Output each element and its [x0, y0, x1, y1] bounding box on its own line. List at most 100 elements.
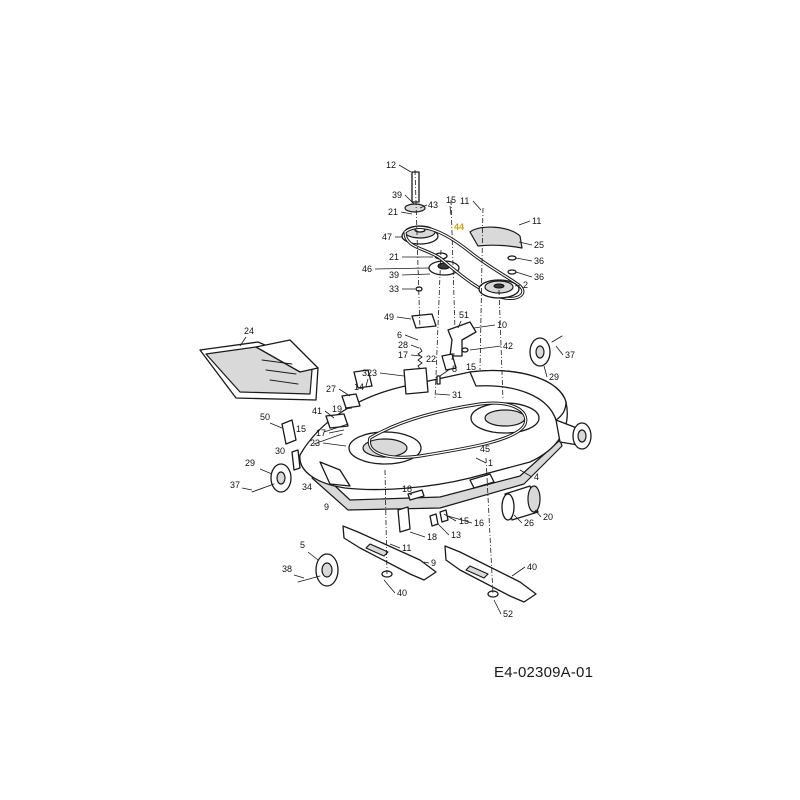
callout-number: 47: [382, 232, 392, 242]
callout-leader-line: [543, 365, 548, 378]
callout-number: 6: [397, 330, 402, 340]
callout-number: 30: [275, 446, 285, 456]
callout-number: 23: [310, 438, 320, 448]
callout-leader-line: [519, 469, 533, 478]
callout-46: 46: [362, 264, 430, 274]
callout-51: 51: [457, 310, 469, 329]
left-linkage: [281, 369, 373, 471]
callout-9: 9: [324, 502, 329, 512]
callout-17: 17: [316, 428, 345, 438]
callout-number: 20: [543, 512, 553, 522]
callout-5: 5: [300, 540, 319, 561]
callout-number: 32: [362, 368, 372, 378]
callout-number: 12: [386, 160, 396, 170]
callout-leader-line: [396, 316, 412, 320]
callout-6: 6: [397, 330, 419, 341]
callout-44: 44: [454, 222, 464, 232]
callout-11: 11: [460, 196, 482, 211]
callout-22: 22: [426, 354, 436, 364]
callout-41: 41: [312, 406, 335, 419]
callout-49: 49: [384, 312, 412, 322]
callout-number: 11: [532, 216, 541, 226]
callout-number: 15: [446, 195, 456, 205]
callout-number: 27: [326, 384, 336, 394]
callout-39: 39: [389, 270, 431, 280]
callout-30: 30: [275, 446, 285, 456]
callout-14: 14: [354, 382, 364, 392]
callout-50: 50: [260, 412, 283, 429]
callout-leader-line: [365, 378, 369, 387]
callout-47: 47: [382, 232, 403, 242]
callout-37: 37: [555, 345, 575, 360]
callout-number: 16: [474, 518, 484, 528]
callout-number: 7: [450, 352, 455, 362]
mower-deck-shell: [299, 369, 592, 511]
discharge-chute: [199, 339, 319, 401]
callout-leader-line: [383, 579, 396, 594]
callout-leader-line: [534, 509, 542, 518]
callout-number: 41: [312, 406, 322, 416]
callout-24: 24: [239, 326, 254, 347]
callout-2: 2: [514, 280, 528, 290]
under-deck-hardware: [397, 473, 495, 533]
callout-leader-line: [374, 267, 430, 270]
callout-number: 29: [549, 372, 559, 382]
callout-leader-line: [493, 599, 502, 615]
left-gauge-wheel: [251, 463, 292, 493]
callout-leader-line: [338, 388, 351, 397]
callout-15: 15: [466, 362, 476, 372]
callout-leader-line: [513, 514, 523, 524]
callout-number: 29: [245, 458, 255, 468]
callout-leader-line: [473, 324, 496, 329]
callout-25: 25: [518, 240, 544, 250]
callout-32: 32: [362, 368, 372, 387]
callout-33: 33: [389, 284, 415, 294]
callout-number: 9: [324, 502, 329, 512]
callout-42: 42: [469, 341, 513, 351]
callout-number: 33: [389, 284, 399, 294]
callout-number: 26: [524, 518, 534, 528]
callout-16: 16: [447, 515, 484, 528]
callout-number: 15: [296, 424, 306, 434]
callout-leader-line: [379, 372, 405, 377]
callout-leader-line: [518, 241, 533, 246]
callout-number: 21: [388, 207, 398, 217]
callout-13: 13: [437, 523, 461, 540]
callout-number: 17: [398, 350, 408, 360]
callout-number: 18: [427, 532, 437, 542]
callout-leader-line: [389, 543, 401, 549]
callout-number: 37: [230, 480, 240, 490]
callout-38: 38: [282, 564, 305, 579]
callout-leader-line: [269, 422, 283, 429]
callout-leader-line: [400, 211, 413, 215]
callout-leader-line: [293, 574, 305, 579]
callout-number: 34: [302, 482, 312, 492]
callout-15: 15: [296, 424, 306, 434]
callout-number: 38: [282, 564, 292, 574]
callout-number: 8: [452, 364, 457, 374]
callout-36: 36: [515, 256, 544, 266]
callout-18: 18: [402, 484, 413, 496]
drawing-reference-code: E4-02309A-01: [494, 664, 594, 681]
callout-29: 29: [245, 458, 273, 475]
pulley-assembly: [401, 171, 525, 300]
callout-17: 17: [398, 350, 422, 360]
callout-leader-line: [398, 164, 412, 173]
callout-leader-line: [475, 457, 487, 464]
callout-leader-line: [409, 531, 426, 538]
callout-number: 25: [534, 240, 544, 250]
callout-leader-line: [555, 345, 564, 356]
callout-36: 36: [515, 271, 544, 282]
callout-18: 18: [409, 531, 437, 542]
callout-number: 50: [260, 412, 270, 422]
callout-leader-line: [447, 515, 473, 524]
callout-leader-line: [259, 468, 273, 475]
callout-43: 43: [419, 200, 438, 210]
callout-4: 4: [519, 469, 539, 482]
callout-leader-line: [515, 271, 533, 278]
callout-leader-line: [457, 320, 462, 329]
callout-leader-line: [469, 345, 502, 351]
callout-leader-line: [419, 204, 428, 209]
callout-leader-line: [344, 407, 353, 410]
